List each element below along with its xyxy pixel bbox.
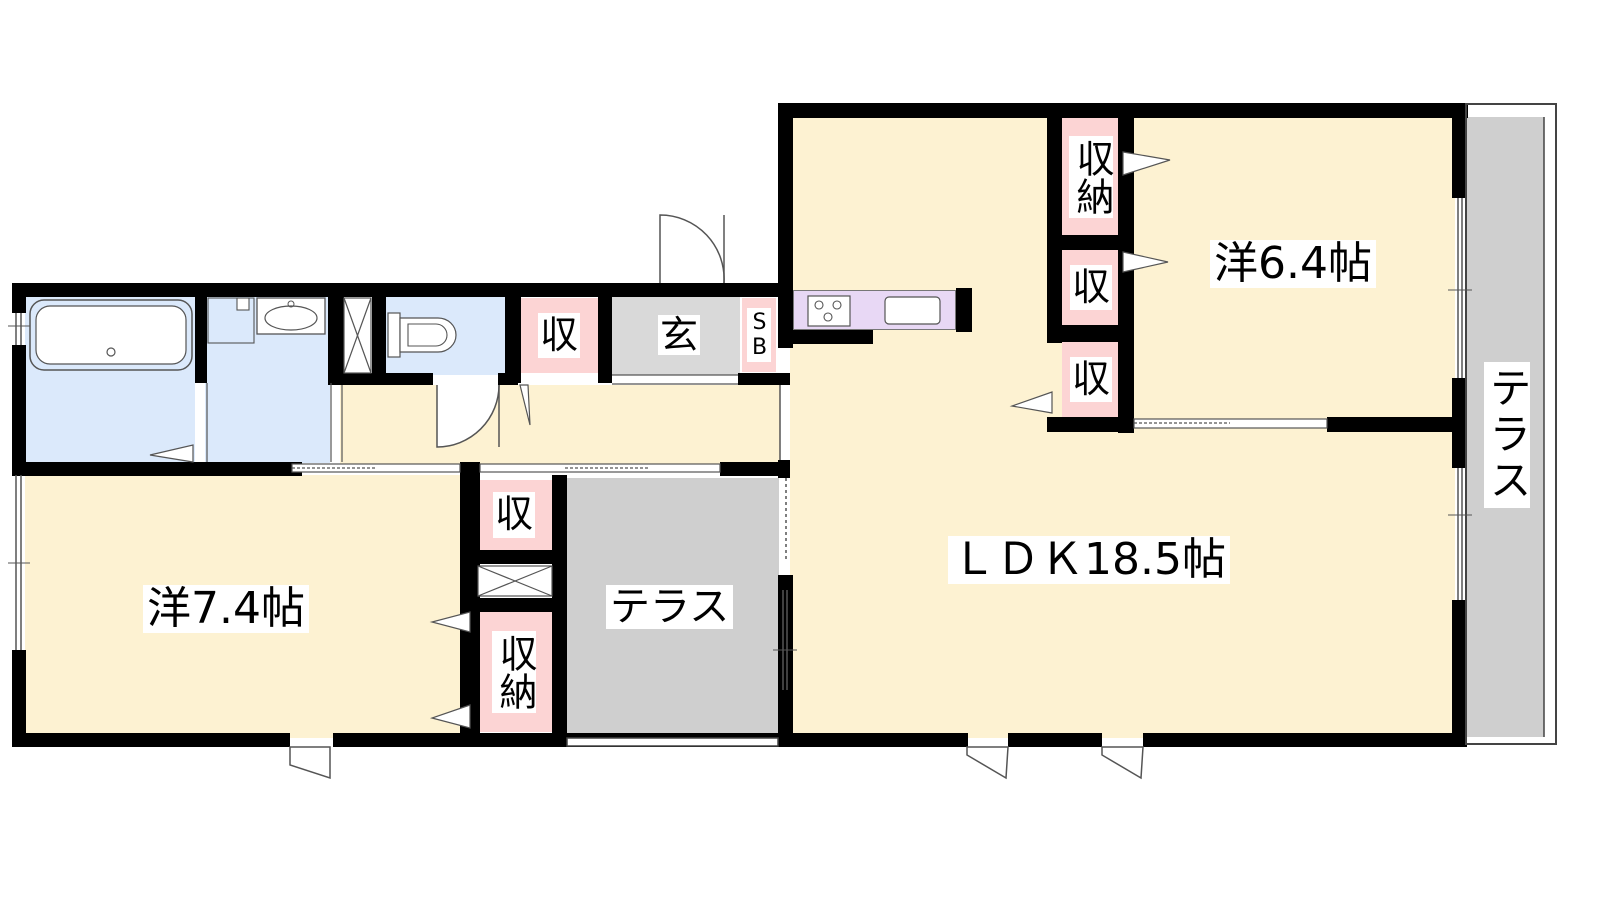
wall — [1008, 733, 1102, 747]
storage-label: 収 — [492, 492, 535, 538]
wall — [1047, 235, 1134, 250]
wall — [778, 733, 968, 747]
western-room-b-label: 洋7.4帖 — [143, 585, 309, 633]
wall — [1047, 325, 1134, 342]
storage-closet-b: 収 — [1062, 250, 1120, 325]
storage-closet-c: 収 — [1062, 342, 1120, 417]
storage-label: 収 — [537, 312, 580, 359]
western-room-a-label: 洋6.4帖 — [1210, 240, 1376, 288]
wall — [328, 373, 433, 385]
wall — [1452, 600, 1467, 745]
wall — [195, 283, 207, 383]
wall — [1143, 733, 1467, 747]
storage-label: 収納 — [1069, 136, 1114, 218]
wall — [505, 283, 521, 383]
storage-label: 収納 — [492, 631, 537, 713]
wall — [12, 462, 302, 476]
wall — [738, 373, 790, 385]
wall — [1452, 103, 1467, 198]
wall — [1047, 103, 1062, 343]
storage-closet-a: 収納 — [1062, 118, 1120, 236]
wall — [793, 330, 873, 344]
wall — [12, 345, 26, 475]
washbasin-icon — [207, 297, 326, 344]
wall — [956, 288, 972, 332]
terrace-inner-label: テラス — [606, 585, 734, 629]
storage-label: 収 — [1069, 264, 1112, 311]
wall — [328, 283, 344, 383]
wall — [333, 733, 563, 747]
wall — [598, 283, 612, 383]
wall — [12, 733, 290, 747]
entrance-label: 玄 — [658, 313, 701, 357]
wall — [778, 575, 793, 745]
shoe-box-label: SB — [747, 308, 772, 362]
storage-closet-f: 収納 — [476, 612, 552, 732]
wall — [1327, 417, 1467, 432]
stove-icon — [807, 295, 851, 327]
storage-closet-d: 収 — [520, 298, 598, 373]
shoe-box: SB — [742, 298, 776, 372]
ldk-label: ＬＤＫ18.5帖 — [948, 536, 1230, 584]
wall — [1047, 417, 1134, 432]
wall — [465, 550, 557, 564]
wall — [778, 460, 790, 478]
bathtub-icon — [29, 299, 193, 371]
storage-closet-e: 収 — [476, 480, 552, 550]
storage-label: 収 — [1069, 356, 1112, 403]
wall — [12, 283, 26, 313]
hallway-floor — [340, 385, 780, 465]
wall — [720, 462, 790, 476]
terrace-outer-label: テラス — [1483, 362, 1532, 508]
toilet-icon — [387, 312, 457, 358]
wall — [552, 475, 567, 737]
wall — [372, 283, 386, 378]
wall — [465, 598, 557, 612]
wall — [12, 650, 26, 745]
sink-icon — [884, 296, 941, 325]
